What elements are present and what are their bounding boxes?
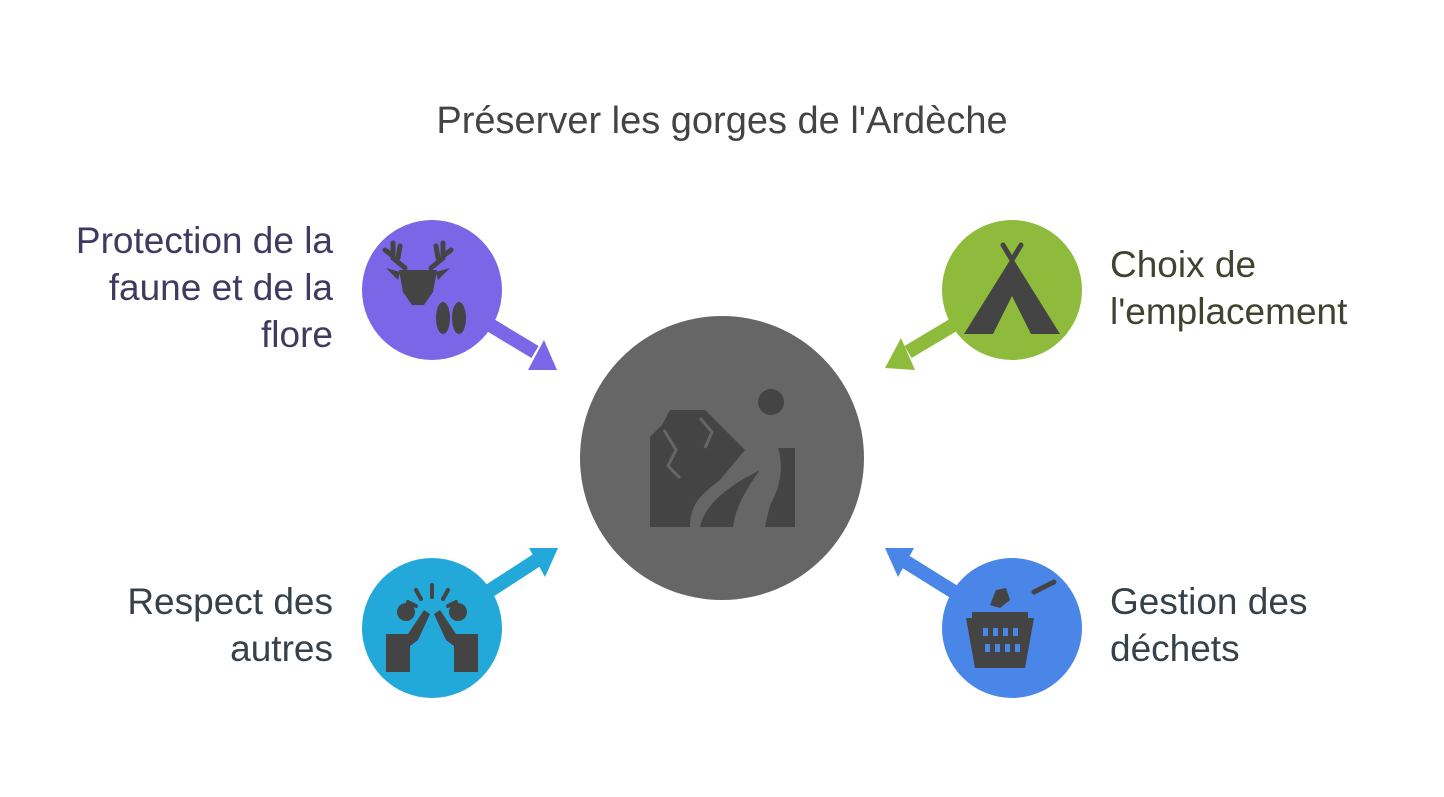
label-emplacement: Choix de l'emplacement bbox=[1110, 241, 1430, 335]
trash-basket-icon bbox=[966, 579, 1057, 668]
label-respect: Respect des autres bbox=[20, 578, 333, 672]
diagram-title: Préserver les gorges de l'Ardèche bbox=[436, 100, 1008, 142]
respect-circle bbox=[362, 558, 502, 698]
label-dechets-line-2: déchets bbox=[1110, 628, 1240, 669]
deer-icon bbox=[382, 240, 466, 334]
label-emplacement-line-2: l'emplacement bbox=[1110, 291, 1348, 332]
label-respect-line-1: Respect des bbox=[127, 581, 333, 622]
label-faune-line-1: Protection de la bbox=[75, 220, 333, 261]
gorge-icon bbox=[650, 389, 795, 527]
label-dechets-line-1: Gestion des bbox=[1110, 581, 1308, 622]
label-faune: Protection de la faune et de la flore bbox=[20, 217, 333, 358]
high-five-icon bbox=[386, 583, 478, 672]
label-faune-line-3: flore bbox=[261, 314, 333, 355]
label-emplacement-line-1: Choix de bbox=[1110, 244, 1257, 285]
label-faune-line-2: faune et de la bbox=[108, 267, 333, 308]
label-dechets: Gestion des déchets bbox=[1110, 578, 1430, 672]
tent-icon bbox=[964, 242, 1060, 334]
label-respect-line-2: autres bbox=[230, 628, 333, 669]
